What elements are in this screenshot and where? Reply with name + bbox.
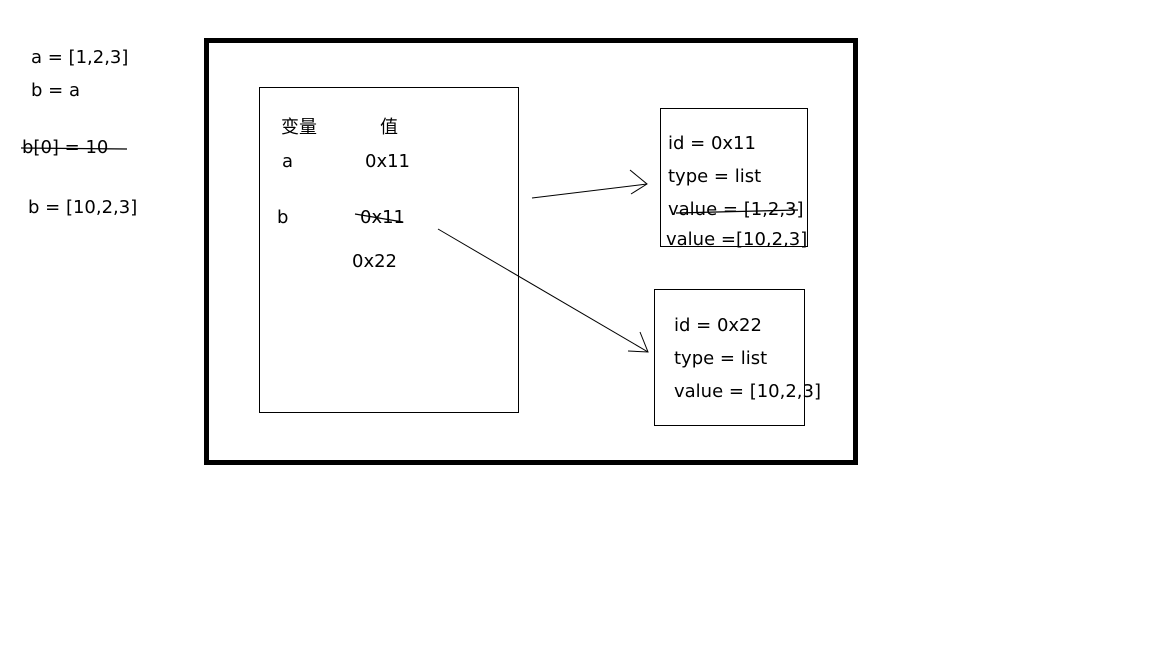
code-line-1: a = [1,2,3]: [31, 47, 129, 68]
header-variable: 变量: [281, 117, 317, 138]
var-a-value: 0x11: [365, 151, 411, 172]
var-b-new-value: 0x22: [352, 251, 398, 272]
object-box-0x11: [660, 108, 808, 247]
code-line-3-struck: b[0] = 10: [22, 137, 109, 158]
obj1-value-new: value =[10,2,3]: [666, 229, 808, 250]
obj1-id: id = 0x11: [668, 133, 756, 154]
code-line-2: b = a: [31, 80, 80, 101]
var-b-old-value-struck: 0x11: [360, 207, 406, 228]
obj2-value: value = [10,2,3]: [674, 381, 821, 402]
obj2-type: type = list: [674, 348, 768, 369]
obj2-id: id = 0x22: [674, 315, 762, 336]
object-box-0x22: [654, 289, 805, 426]
header-value: 值: [380, 117, 398, 138]
memory-frame: [204, 38, 858, 465]
var-a-name: a: [282, 151, 294, 172]
obj1-type: type = list: [668, 166, 762, 187]
var-b-name: b: [277, 207, 289, 228]
code-line-4: b = [10,2,3]: [28, 197, 138, 218]
obj1-value-old-struck: value = [1,2,3]: [668, 199, 804, 220]
